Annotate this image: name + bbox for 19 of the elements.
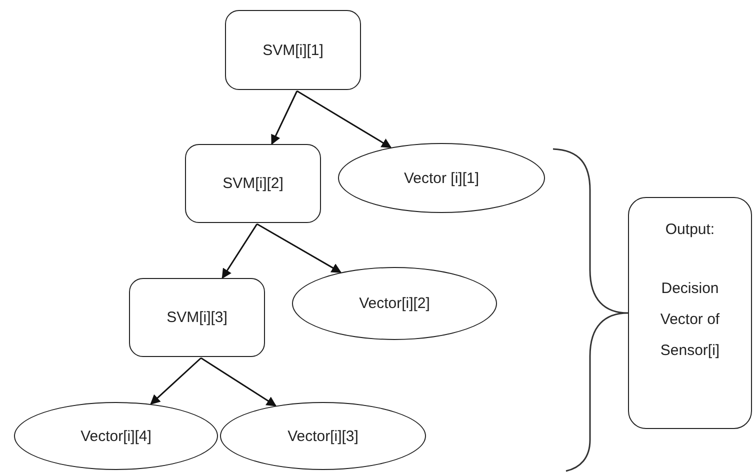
classifier-box bbox=[129, 278, 265, 357]
node-label: SVM[i][2] bbox=[222, 174, 284, 194]
node-label: Vector[i][4] bbox=[80, 426, 152, 446]
node-label: Decision Vector of Sensor[i] bbox=[660, 279, 720, 361]
box-heading: Output: bbox=[665, 220, 715, 240]
classifier-box bbox=[225, 10, 361, 90]
arrow bbox=[222, 224, 258, 279]
node-label: Vector[i][3] bbox=[288, 426, 358, 446]
arrow bbox=[150, 357, 202, 405]
arrow bbox=[296, 90, 392, 148]
arrow bbox=[256, 223, 342, 274]
node-label: SVM[i][3] bbox=[166, 308, 228, 328]
arrow bbox=[200, 357, 277, 406]
result-box bbox=[628, 197, 752, 429]
node-label: SVM[i][1] bbox=[262, 40, 324, 60]
node-label: Vector[i][2] bbox=[359, 294, 430, 314]
node-label: Vector [i][1] bbox=[404, 168, 480, 188]
arrow bbox=[271, 90, 298, 145]
classifier-box bbox=[185, 144, 321, 223]
